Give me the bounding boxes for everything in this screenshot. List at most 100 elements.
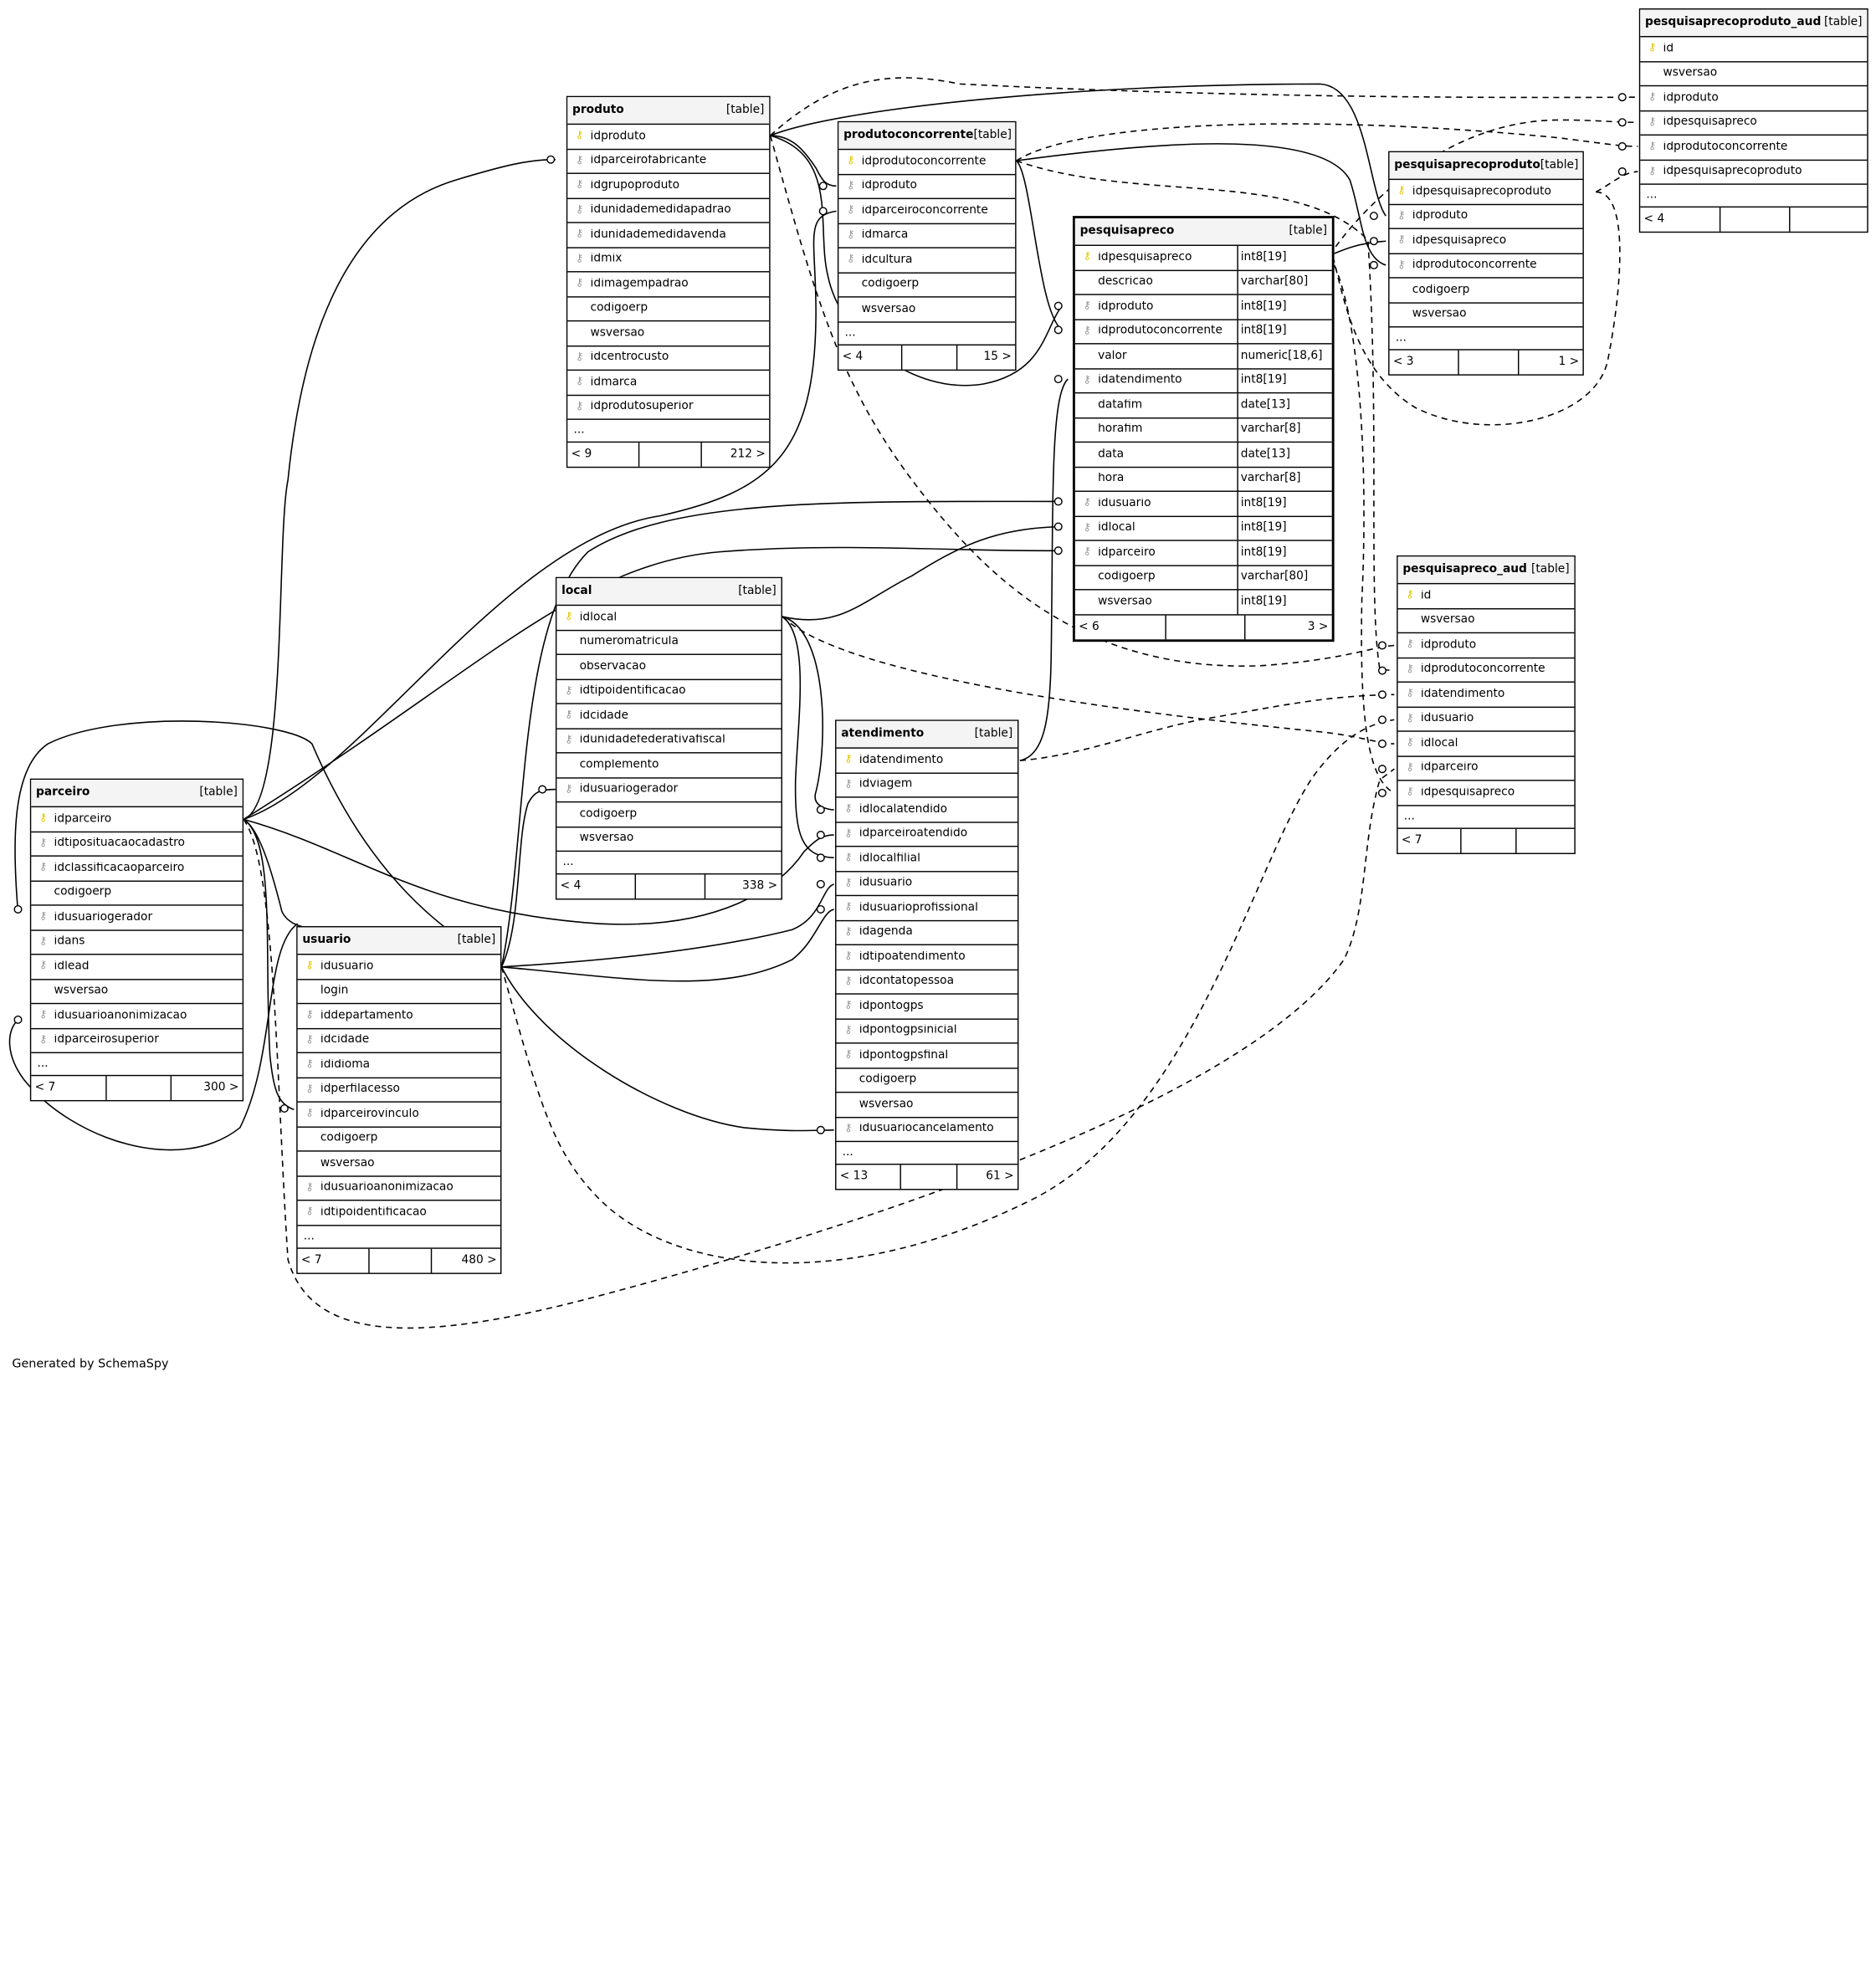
column-row[interactable]: ⚷idatendimento — [1397, 683, 1575, 708]
parents-count-link[interactable]: < 6 — [1075, 614, 1166, 639]
column-row[interactable]: ⚷idpontogpsinicial — [836, 1019, 1018, 1044]
children-count-link[interactable]: 300 > — [203, 1081, 239, 1095]
column-row[interactable]: ⚷idimagempadrao — [567, 273, 770, 297]
table-produto[interactable]: produto[table]⚷idproduto⚷idparceirofabri… — [566, 95, 771, 468]
table-header[interactable]: pesquisapreco_aud[table] — [1397, 556, 1575, 585]
column-row[interactable]: ⚷idparceiro — [1397, 756, 1575, 781]
column-row[interactable]: ⚷idpontogpsfinal — [836, 1044, 1018, 1068]
column-row[interactable]: ·codigoerp — [567, 297, 770, 322]
table-parceiro[interactable]: parceiro[table]⚷idparceiro⚷idtiposituaca… — [29, 778, 244, 1102]
column-row[interactable]: ⚷idpesquisaprecoproduto — [1640, 160, 1868, 185]
table-header[interactable]: pesquisapreco[table] — [1074, 218, 1332, 246]
column-row[interactable]: ·wsversao — [1640, 62, 1868, 87]
column-row[interactable]: ⚷idprodutoconcorrente — [838, 150, 1016, 175]
column-row[interactable]: ⚷idusuario — [836, 872, 1018, 897]
column-row[interactable]: ⚷idtipoatendimento — [836, 945, 1018, 970]
column-row[interactable]: ⚷idperfilacesso — [297, 1078, 500, 1103]
table-header[interactable]: produto[table] — [567, 97, 770, 125]
more-columns-ellipsis[interactable]: ... — [556, 852, 782, 875]
column-row[interactable]: ⚷idcontatopessoa — [836, 970, 1018, 995]
parents-count-link[interactable]: < 9 — [567, 443, 640, 467]
table-header[interactable]: pesquisaprecoproduto[table] — [1389, 152, 1583, 181]
parents-count-link[interactable]: < 4 — [1640, 207, 1721, 232]
column-row[interactable]: ⚷id — [1640, 37, 1868, 62]
children-count-link[interactable]: 61 > — [986, 1170, 1014, 1184]
column-row[interactable]: ⚷id — [1397, 584, 1575, 609]
table-header[interactable]: produtoconcorrente[table] — [838, 122, 1016, 151]
column-row[interactable]: ⚷idprodutoconcorrente — [1397, 658, 1575, 683]
column-row[interactable]: ⚷idunidademedidapadrao — [567, 198, 770, 223]
table-atendimento[interactable]: atendimento[table]⚷idatendimento⚷idviage… — [835, 719, 1019, 1190]
column-row[interactable]: ⚷idpesquisapreco — [1397, 781, 1575, 806]
column-row[interactable]: ⚷idprodutoconcorrente — [1640, 136, 1868, 161]
column-row[interactable]: ⚷idproduto — [838, 175, 1016, 200]
column-row[interactable]: ⚷idparceiroconcorrente — [838, 199, 1016, 224]
column-row[interactable]: ⚷idusuariogerador — [31, 906, 243, 931]
column-row[interactable]: ·wsversao — [1389, 303, 1583, 328]
more-columns-ellipsis[interactable]: ... — [31, 1053, 243, 1077]
column-row[interactable]: ⚷idparceiroatendido — [836, 822, 1018, 847]
more-columns-ellipsis[interactable]: ... — [1389, 327, 1583, 351]
parents-count-link[interactable]: < 13 — [836, 1165, 901, 1190]
column-row[interactable]: ⚷idproduto — [1389, 204, 1583, 229]
column-row[interactable]: ⚷idusuarioanonimizacao — [297, 1176, 500, 1201]
column-row[interactable]: ⚷idlocalatendido — [836, 798, 1018, 822]
column-row[interactable]: ⚷idlead — [31, 955, 243, 980]
column-row[interactable]: ·wsversao — [567, 321, 770, 346]
column-row[interactable]: ⚷idprodutoconcorrente — [1389, 253, 1583, 279]
column-row[interactable]: ·complemento — [556, 754, 782, 778]
column-row[interactable]: ⚷idlocal — [1397, 732, 1575, 757]
column-row[interactable]: ⚷idmix — [567, 248, 770, 273]
column-row[interactable]: ⚷idpontogps — [836, 995, 1018, 1020]
table-header[interactable]: local[table] — [556, 578, 782, 607]
column-row[interactable]: ⚷idtiposituacaocadastro — [31, 832, 243, 857]
column-row[interactable]: ⚷idparceirovinculo — [297, 1103, 500, 1128]
column-row[interactable]: ⚷idtipoidentificacao — [297, 1200, 500, 1226]
column-row[interactable]: ⚷idlocal — [556, 606, 782, 631]
column-row[interactable]: ⚷idcidade — [556, 704, 782, 729]
column-row[interactable]: ⚷idprodutosuperior — [567, 395, 770, 420]
column-row[interactable]: ·codigoerp — [556, 802, 782, 827]
column-row[interactable]: ·codigoerp — [836, 1068, 1018, 1093]
column-row[interactable]: ·wsversao — [836, 1093, 1018, 1118]
table-pesquisapreco-aud[interactable]: pesquisapreco_aud[table]⚷id·wsversao⚷idp… — [1397, 555, 1576, 854]
more-columns-ellipsis[interactable]: ... — [838, 322, 1016, 346]
table-header[interactable]: pesquisaprecoproduto_aud[table] — [1640, 9, 1868, 38]
column-row[interactable]: ⚷idclassificacaoparceiro — [31, 857, 243, 882]
column-row[interactable]: ·wsversao — [838, 298, 1016, 323]
more-columns-ellipsis[interactable]: ... — [836, 1142, 1018, 1165]
column-row[interactable]: ⚷idusuario — [1397, 707, 1575, 732]
column-row[interactable]: ⚷iddepartamento — [297, 1004, 500, 1029]
parents-count-link[interactable]: < 4 — [838, 345, 903, 369]
column-row[interactable]: ⚷idatendimento — [836, 749, 1018, 774]
column-row[interactable]: ⚷idcidade — [297, 1029, 500, 1054]
table-produtoconcorrente[interactable]: produtoconcorrente[table]⚷idprodutoconco… — [837, 120, 1017, 371]
column-row[interactable]: ⚷idusuariocancelamento — [836, 1118, 1018, 1143]
column-row[interactable]: ⚷idproduto — [1397, 633, 1575, 658]
column-row[interactable]: ·wsversao — [556, 827, 782, 852]
column-row[interactable]: ⚷idmarca — [567, 371, 770, 396]
more-columns-ellipsis[interactable]: ... — [567, 420, 770, 443]
more-columns-ellipsis[interactable]: ... — [1397, 806, 1575, 829]
children-count-link[interactable]: 1 > — [1558, 355, 1580, 369]
column-row[interactable]: ⚷idviagem — [836, 773, 1018, 798]
column-row[interactable]: ·wsversao — [1397, 609, 1575, 634]
column-row[interactable]: ⚷idlocalfilial — [836, 847, 1018, 872]
column-row[interactable]: ·observacao — [556, 655, 782, 680]
table-header[interactable]: atendimento[table] — [836, 720, 1018, 749]
column-row[interactable]: ⚷idgrupoproduto — [567, 174, 770, 199]
column-row[interactable]: ⚷idmarca — [838, 223, 1016, 248]
column-row[interactable]: ⚷idproduto — [567, 125, 770, 150]
